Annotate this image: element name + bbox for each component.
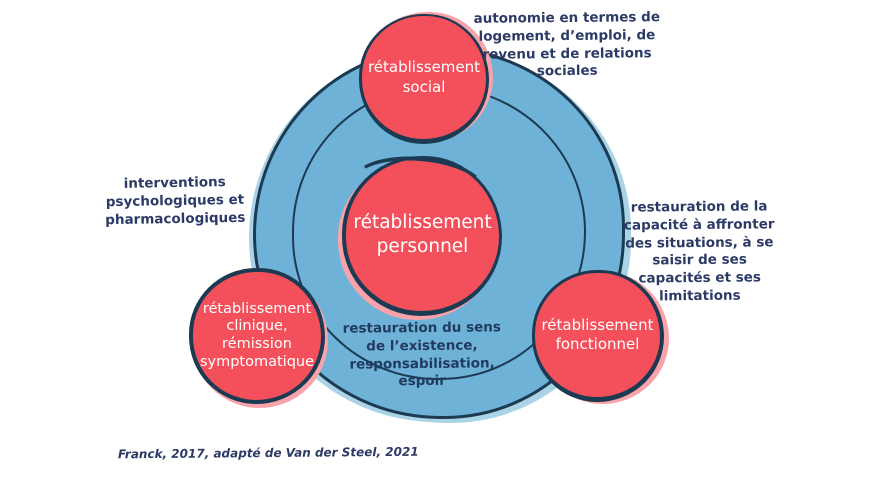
circle-retablissement-fonctionnel: rétablissement fonctionnel <box>532 270 664 402</box>
annotation-restauration-sens: restauration du sens de l’existence, res… <box>342 319 501 390</box>
annotation-restauration-capacite: restauration de la capacité à affronter … <box>623 198 775 305</box>
circle-retablissement-social: rétablissement social <box>359 14 489 144</box>
circle-retablissement-fonctionnel-label: rétablissement fonctionnel <box>541 315 654 354</box>
circle-retablissement-clinique: rétablissement clinique, rémission sympt… <box>189 268 325 404</box>
circle-retablissement-social-label: rétablissement social <box>367 58 481 96</box>
circle-retablissement-personnel: rétablissement personnel <box>342 156 502 316</box>
annotation-autonomie: autonomie en termes de logement, d’emplo… <box>473 9 661 80</box>
annotation-interventions: interventions psychologiques et pharmaco… <box>105 174 246 228</box>
circle-retablissement-clinique-label: rétablissement clinique, rémission sympt… <box>199 300 315 370</box>
circle-retablissement-personnel-label: rétablissement personnel <box>353 211 492 257</box>
citation: Franck, 2017, adapté de Van der Steel, 2… <box>117 444 419 462</box>
